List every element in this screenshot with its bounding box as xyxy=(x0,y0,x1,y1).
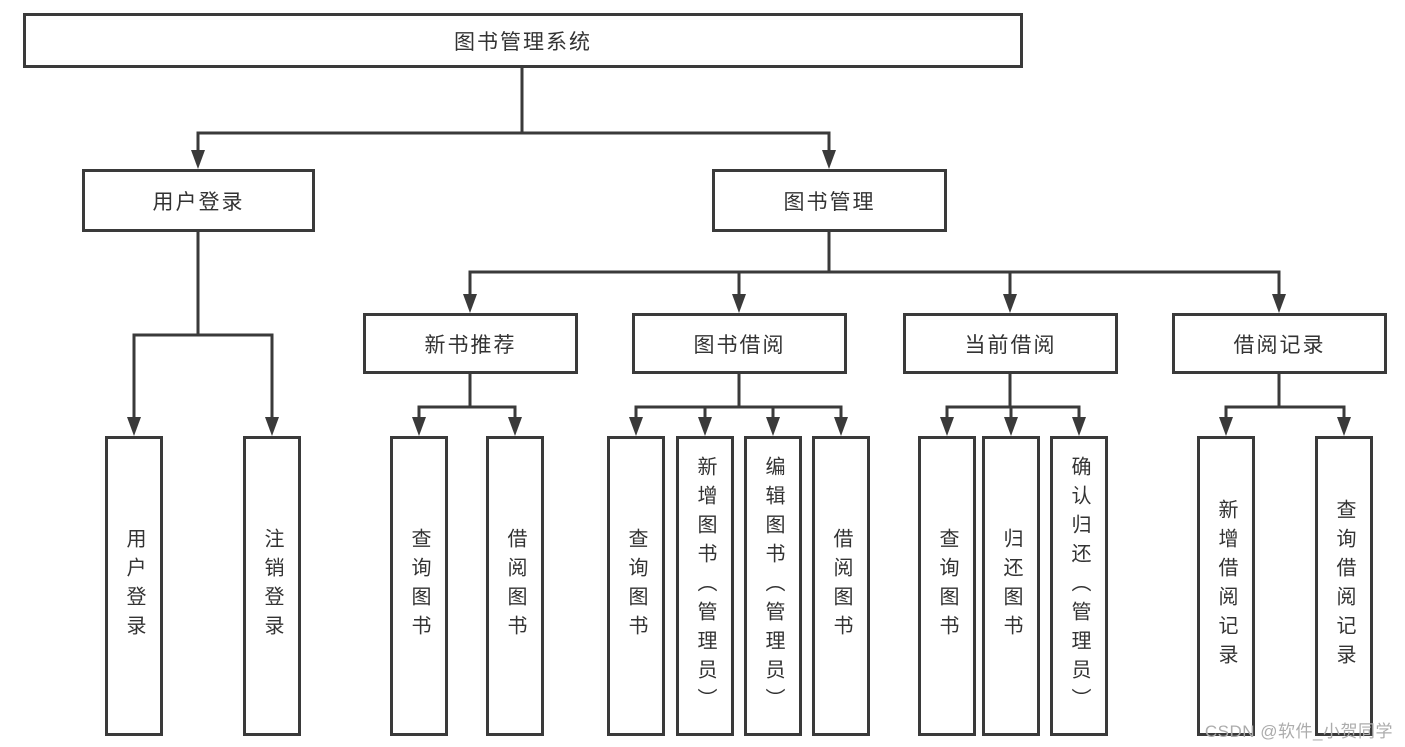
leaf-add-book-admin: 新增图书（管理员） xyxy=(676,436,734,736)
connector-root xyxy=(196,66,831,153)
node-book-mgmt: 图书管理 xyxy=(712,169,947,232)
leaf-query-borrow-record: 查询借阅记录 xyxy=(1315,436,1373,736)
leaf-add-borrow-record-label: 新增借阅记录 xyxy=(1215,499,1237,673)
node-new-book-recommend: 新书推荐 xyxy=(363,313,578,374)
leaf-user-login-label: 用户登录 xyxy=(123,528,145,644)
leaf-borrow-book-label: 借阅图书 xyxy=(830,528,852,644)
leaf-borrow-book-recommend: 借阅图书 xyxy=(486,436,544,736)
node-user-login-label: 用户登录 xyxy=(152,190,245,214)
leaf-borrow-book-recommend-label: 借阅图书 xyxy=(504,528,526,644)
connector-book-mgmt xyxy=(468,230,1281,297)
leaf-confirm-return-admin-label: 确认归还（管理员） xyxy=(1068,455,1090,717)
leaf-user-login: 用户登录 xyxy=(105,436,163,736)
connector-current-borrow xyxy=(945,372,1081,420)
leaf-query-book-current-label: 查询图书 xyxy=(936,528,958,644)
leaf-query-book-borrow: 查询图书 xyxy=(607,436,665,736)
node-new-book-recommend-label: 新书推荐 xyxy=(424,333,517,357)
leaf-query-book-recommend-label: 查询图书 xyxy=(408,528,430,644)
node-book-borrow-label: 图书借阅 xyxy=(693,333,786,357)
node-root: 图书管理系统 xyxy=(23,13,1023,68)
leaf-edit-book-admin-label: 编辑图书（管理员） xyxy=(762,455,784,717)
node-borrow-records-label: 借阅记录 xyxy=(1233,333,1326,357)
connector-new-book xyxy=(417,372,517,420)
csdn-watermark: CSDN @软件_小贺同学 xyxy=(1204,722,1393,741)
leaf-logout: 注销登录 xyxy=(243,436,301,736)
leaf-return-book: 归还图书 xyxy=(982,436,1040,736)
leaf-borrow-book: 借阅图书 xyxy=(812,436,870,736)
leaf-logout-label: 注销登录 xyxy=(261,528,283,644)
node-user-login: 用户登录 xyxy=(82,169,315,232)
node-root-label: 图书管理系统 xyxy=(454,30,592,54)
node-current-borrow-label: 当前借阅 xyxy=(964,333,1057,357)
node-current-borrow: 当前借阅 xyxy=(903,313,1118,374)
connector-borrow-records xyxy=(1224,372,1346,420)
node-book-borrow: 图书借阅 xyxy=(632,313,847,374)
leaf-query-borrow-record-label: 查询借阅记录 xyxy=(1333,499,1355,673)
leaf-edit-book-admin: 编辑图书（管理员） xyxy=(744,436,802,736)
connector-book-borrow xyxy=(634,372,843,420)
leaf-confirm-return-admin: 确认归还（管理员） xyxy=(1050,436,1108,736)
node-borrow-records: 借阅记录 xyxy=(1172,313,1387,374)
node-book-mgmt-label: 图书管理 xyxy=(783,190,876,214)
leaf-add-borrow-record: 新增借阅记录 xyxy=(1197,436,1255,736)
arrowheads xyxy=(127,150,1351,436)
leaf-query-book-recommend: 查询图书 xyxy=(390,436,448,736)
connector-user-login xyxy=(132,230,274,420)
leaf-add-book-admin-label: 新增图书（管理员） xyxy=(694,455,716,717)
leaf-query-book-current: 查询图书 xyxy=(918,436,976,736)
leaf-query-book-borrow-label: 查询图书 xyxy=(625,528,647,644)
leaf-return-book-label: 归还图书 xyxy=(1000,528,1022,644)
